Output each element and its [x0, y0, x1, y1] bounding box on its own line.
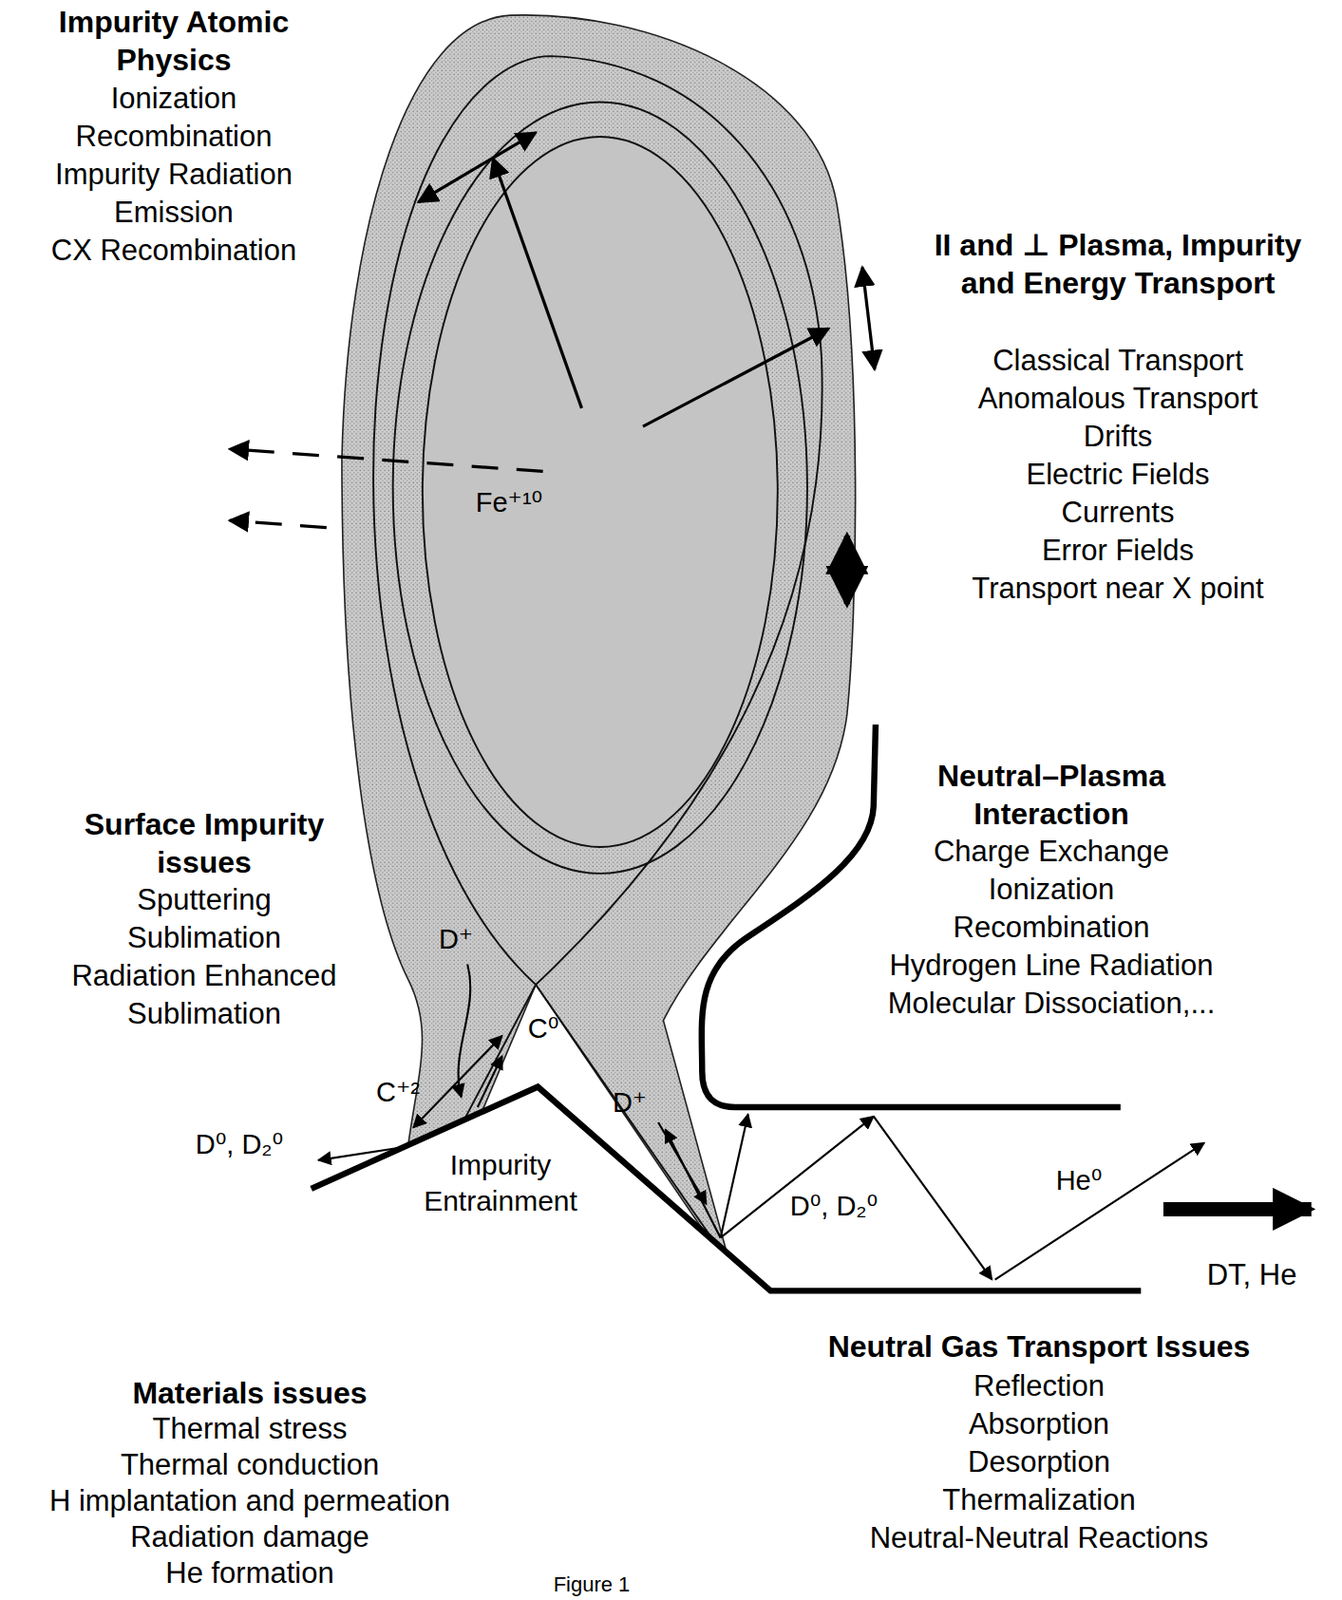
- list-item: Sublimation: [127, 995, 282, 1034]
- figure-caption: Figure 1: [553, 1574, 631, 1596]
- list-item: Emission: [113, 193, 234, 232]
- list-item: H implantation and permeation: [49, 1483, 451, 1520]
- list-item: Neutral-Neutral Reactions: [869, 1519, 1210, 1558]
- species-label: C⁰: [528, 1012, 560, 1045]
- species-label: He⁰: [1056, 1164, 1103, 1197]
- list-item: He formation: [165, 1555, 334, 1592]
- section-heading: Impurity Atomic Physics: [21, 2, 326, 79]
- list-item: Thermalization: [942, 1481, 1135, 1520]
- list-item: Currents: [1061, 493, 1175, 532]
- transport-arrow: [642, 328, 830, 427]
- parallel-arrow: [862, 267, 875, 370]
- radiation-arrow: [229, 449, 544, 473]
- list-item: Error Fields: [1041, 531, 1194, 570]
- list-item: Hydrogen Line Radiation: [888, 946, 1213, 985]
- neutral-arrow: [995, 1143, 1205, 1281]
- list-item: Anomalous Transport: [978, 379, 1259, 418]
- separatrix: [373, 56, 823, 1243]
- list-item: Sputtering: [136, 881, 271, 920]
- species-label: D⁺: [438, 923, 473, 956]
- list-item: Reflection: [973, 1367, 1105, 1406]
- radiation-arrow: [229, 520, 327, 529]
- list-item: CX Recombination: [51, 231, 297, 270]
- neutral-arrow: [665, 1130, 721, 1239]
- species-label: D⁺: [612, 1086, 647, 1119]
- species-label: D⁰, D₂⁰: [195, 1128, 284, 1161]
- section-heading: Neutral Gas Transport Issues: [828, 1327, 1251, 1366]
- section-heading: Neutral–Plasma Interaction: [899, 756, 1204, 833]
- region-note: Impurity Entrainment: [396, 1147, 605, 1220]
- list-item: Electric Fields: [1026, 455, 1210, 494]
- species-label: Fe⁺¹⁰: [475, 486, 543, 519]
- list-item: DT, He: [1207, 1256, 1298, 1295]
- core-surface: [422, 136, 778, 848]
- list-item: Ionization: [988, 870, 1116, 909]
- list-item: Thermal conduction: [120, 1447, 379, 1484]
- pump-arrow: [1163, 1202, 1312, 1217]
- list-item: Ionization: [111, 79, 238, 118]
- list-item: Radiation Enhanced: [71, 957, 337, 996]
- parallel-arrow: [844, 535, 851, 605]
- neutral-arrow: [318, 1148, 398, 1161]
- list-item: Molecular Dissociation,...: [888, 984, 1216, 1023]
- flux-surface: [393, 101, 808, 873]
- list-item: Drifts: [1083, 417, 1153, 456]
- list-item: Transport near X point: [971, 569, 1264, 608]
- list-item: Thermal stress: [152, 1411, 348, 1448]
- list-item: Absorption: [968, 1405, 1110, 1444]
- species-label: D⁰, D₂⁰: [790, 1190, 879, 1223]
- list-item: Classical Transport: [992, 341, 1244, 380]
- impurity-arrow: [477, 1056, 503, 1108]
- list-item: Impurity Radiation: [55, 155, 293, 194]
- neutral-arrow: [873, 1116, 993, 1281]
- list-item: Sublimation: [127, 919, 282, 958]
- ion-flow-arrow: [458, 964, 472, 1098]
- divertor-plate: [311, 1086, 1142, 1291]
- impurity-arrow: [413, 1036, 502, 1129]
- section-heading: Materials issues: [132, 1375, 367, 1412]
- list-item: Recombination: [75, 117, 273, 156]
- transport-arrow: [492, 158, 582, 409]
- list-item: Charge Exchange: [933, 832, 1170, 871]
- list-item: Desorption: [967, 1443, 1111, 1482]
- species-label: C⁺²: [376, 1076, 420, 1109]
- list-item: Radiation damage: [130, 1519, 370, 1556]
- section-heading: Surface Impurity issues: [47, 805, 361, 882]
- list-item: Recombination: [953, 908, 1151, 947]
- section-heading: II and ⊥ Plasma, Impurity and Energy Tra…: [927, 226, 1308, 303]
- plasma-edge: [341, 15, 856, 1253]
- parallel-arrow: [418, 132, 537, 203]
